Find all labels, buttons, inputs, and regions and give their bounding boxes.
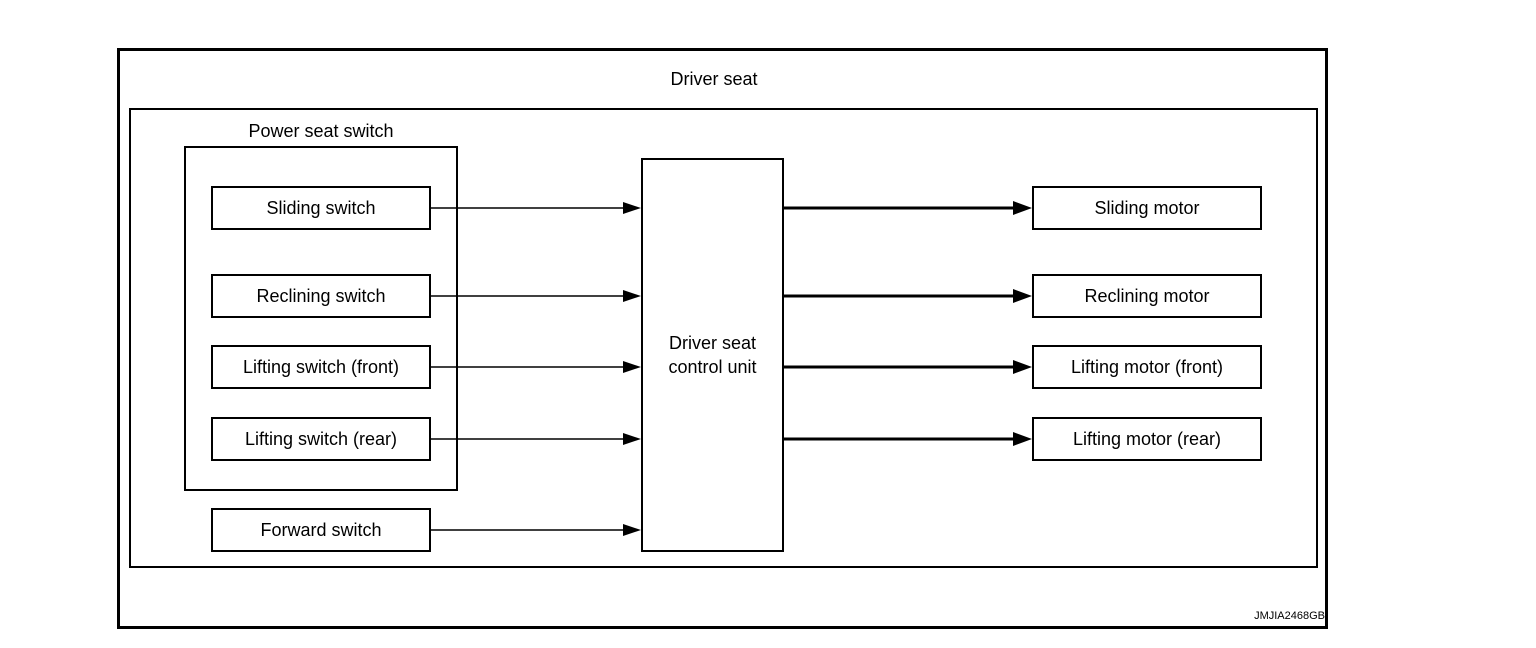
lifting-motor-rear-arrow-head <box>1013 432 1032 446</box>
forward-switch-box: Forward switch <box>211 508 431 552</box>
driver-seat-control-unit-box: Driver seat control unit <box>641 158 784 552</box>
lifting-switch-rear-box: Lifting switch (rear) <box>211 417 431 461</box>
control-unit-label-line1: Driver seat <box>668 333 757 353</box>
lifting-motor-front-arrow-head <box>1013 360 1032 374</box>
power-seat-switch-label: Power seat switch <box>248 121 394 141</box>
sliding-switch-arrow-head <box>623 202 641 214</box>
motor-output-arrows <box>784 201 1032 446</box>
reclining-motor-arrow-head <box>1013 289 1032 303</box>
reclining-switch-arrow-head <box>623 290 641 302</box>
lifting-switch-front-arrow-head <box>623 361 641 373</box>
lifting-motor-front-box: Lifting motor (front) <box>1032 345 1262 389</box>
lifting-switch-rear-arrow-head <box>623 433 641 445</box>
sliding-motor-box: Sliding motor <box>1032 186 1262 230</box>
sliding-switch-box: Sliding switch <box>211 186 431 230</box>
control-unit-label-line2: control unit <box>668 357 757 377</box>
lifting-switch-front-box: Lifting switch (front) <box>211 345 431 389</box>
sliding-motor-arrow-head <box>1013 201 1032 215</box>
forward-switch-arrow-head <box>623 524 641 536</box>
switch-input-arrows <box>431 202 641 536</box>
lifting-motor-rear-box: Lifting motor (rear) <box>1032 417 1262 461</box>
driver-seat-title: Driver seat <box>670 69 758 89</box>
figure-code: JMJIA2468GB <box>1254 610 1325 622</box>
reclining-motor-box: Reclining motor <box>1032 274 1262 318</box>
reclining-switch-box: Reclining switch <box>211 274 431 318</box>
